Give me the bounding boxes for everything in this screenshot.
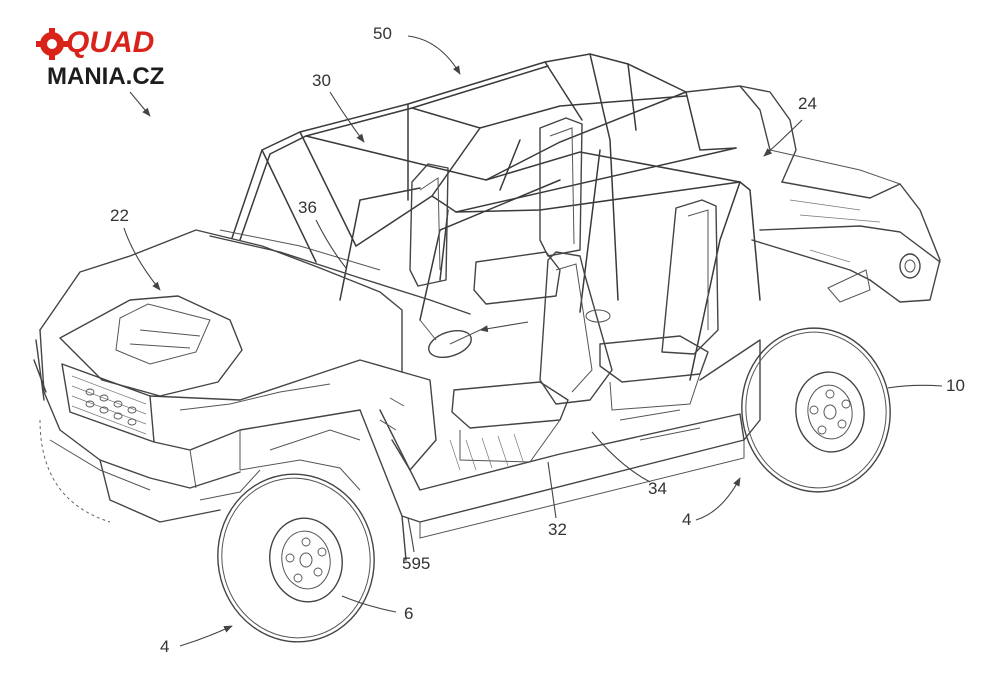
cargo-bed bbox=[686, 86, 940, 302]
ref-4-right: 4 bbox=[682, 510, 691, 529]
ref-24: 24 bbox=[798, 94, 817, 113]
roll-cage bbox=[232, 54, 760, 380]
leader-4-right bbox=[696, 478, 740, 520]
ref-4-left: 4 bbox=[160, 637, 169, 656]
gear-icon bbox=[36, 28, 68, 60]
front-wheel bbox=[205, 462, 388, 655]
ref-595: 595 bbox=[402, 554, 430, 573]
ref-36: 36 bbox=[298, 198, 317, 217]
seat-arrow bbox=[480, 322, 528, 330]
ref-6: 6 bbox=[404, 604, 413, 623]
leader-10 bbox=[888, 385, 942, 388]
leader-595 bbox=[408, 518, 414, 552]
leader-50 bbox=[408, 36, 460, 74]
logo-line1: QUAD bbox=[66, 26, 154, 59]
ref-22: 22 bbox=[110, 206, 129, 225]
leader-22 bbox=[124, 228, 160, 290]
quadmania-logo: QUAD MANIA.CZ bbox=[36, 26, 164, 90]
ref-32: 32 bbox=[548, 520, 567, 539]
logo-arrow bbox=[130, 92, 150, 116]
front-tire-hidden-outline bbox=[40, 420, 110, 522]
ref-10: 10 bbox=[946, 376, 965, 395]
leader-4-left bbox=[180, 626, 232, 646]
ref-30: 30 bbox=[312, 71, 331, 90]
utv-vehicle-drawing bbox=[34, 54, 940, 654]
chassis bbox=[200, 340, 760, 560]
ref-34: 34 bbox=[648, 479, 667, 498]
rear-wheel bbox=[731, 318, 900, 501]
ref-50: 50 bbox=[373, 24, 392, 43]
logo-line2: MANIA.CZ bbox=[47, 63, 164, 90]
leader-36 bbox=[316, 220, 346, 268]
leader-6 bbox=[342, 596, 396, 612]
